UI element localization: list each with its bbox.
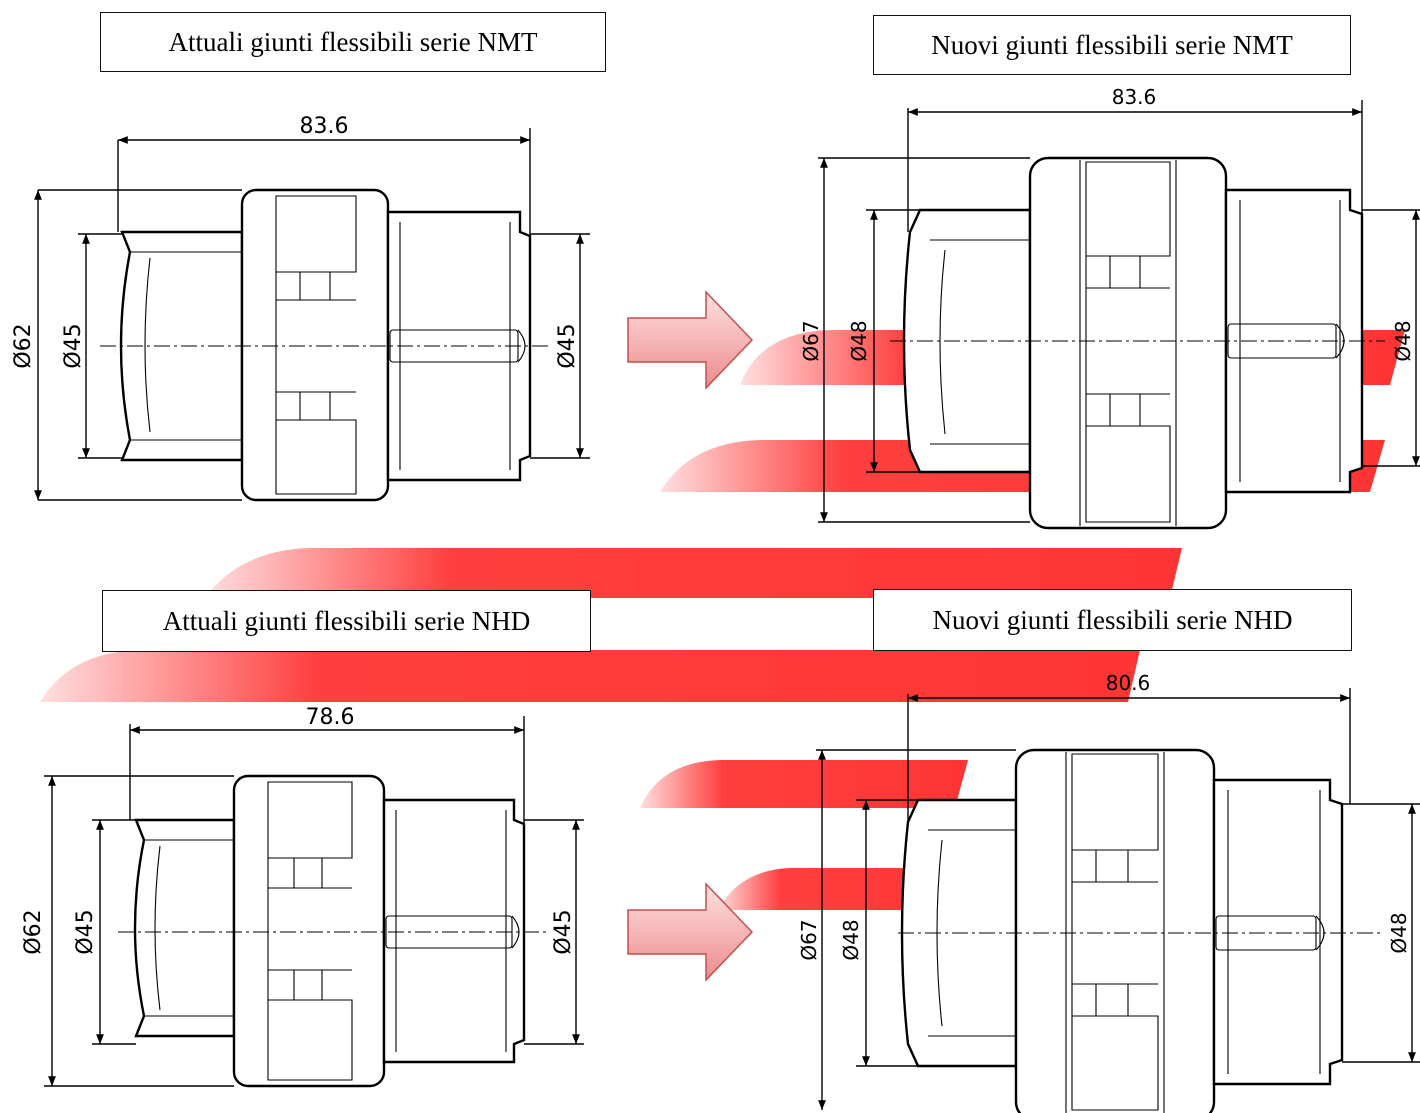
title-nhd-current: Attuali giunti flessibili serie NHD (102, 590, 591, 652)
drawing-nhd-current: 78.6 Ø62 Ø45 Ø45 (21, 705, 584, 1088)
dim-right-bore: Ø45 (555, 323, 580, 368)
drawing-nhd-new: 80.6 Ø67 Ø48 Ø48 (797, 671, 1420, 1113)
transition-arrow-nmt (627, 290, 754, 390)
drawing-nmt-new: 83.6 Ø67 Ø48 Ø48 (799, 85, 1420, 530)
drawing-nmt-current: 83.6 Ø62 Ø45 Ø45 (11, 114, 590, 502)
title-nhd-new: Nuovi giunti flessibili serie NHD (873, 589, 1352, 651)
dim-right-bore: Ø48 (1387, 912, 1411, 953)
dim-left-bore: Ø48 (839, 919, 863, 960)
dim-left-bore: Ø45 (73, 909, 98, 954)
dim-left-bore: Ø48 (847, 320, 871, 361)
dim-outer-diameter: Ø67 (799, 320, 823, 361)
dim-outer-diameter: Ø62 (11, 323, 36, 368)
dim-length: 83.6 (1112, 85, 1157, 109)
dim-outer-diameter: Ø62 (21, 909, 46, 954)
title-nmt-new: Nuovi giunti flessibili serie NMT (873, 15, 1351, 75)
swoosh-3 (205, 548, 1182, 598)
dim-right-bore: Ø48 (1391, 320, 1415, 361)
dim-length: 78.6 (306, 705, 355, 730)
dim-right-bore: Ø45 (551, 909, 576, 954)
swoosh-4 (40, 650, 1140, 702)
swoosh-5 (640, 760, 968, 808)
dim-outer-diameter: Ø67 (797, 919, 821, 960)
transition-arrow-nhd (627, 882, 754, 982)
dim-length: 83.6 (300, 114, 349, 139)
dim-length: 80.6 (1106, 671, 1151, 695)
title-nmt-current: Attuali giunti flessibili serie NMT (100, 12, 606, 72)
dim-left-bore: Ø45 (61, 323, 86, 368)
